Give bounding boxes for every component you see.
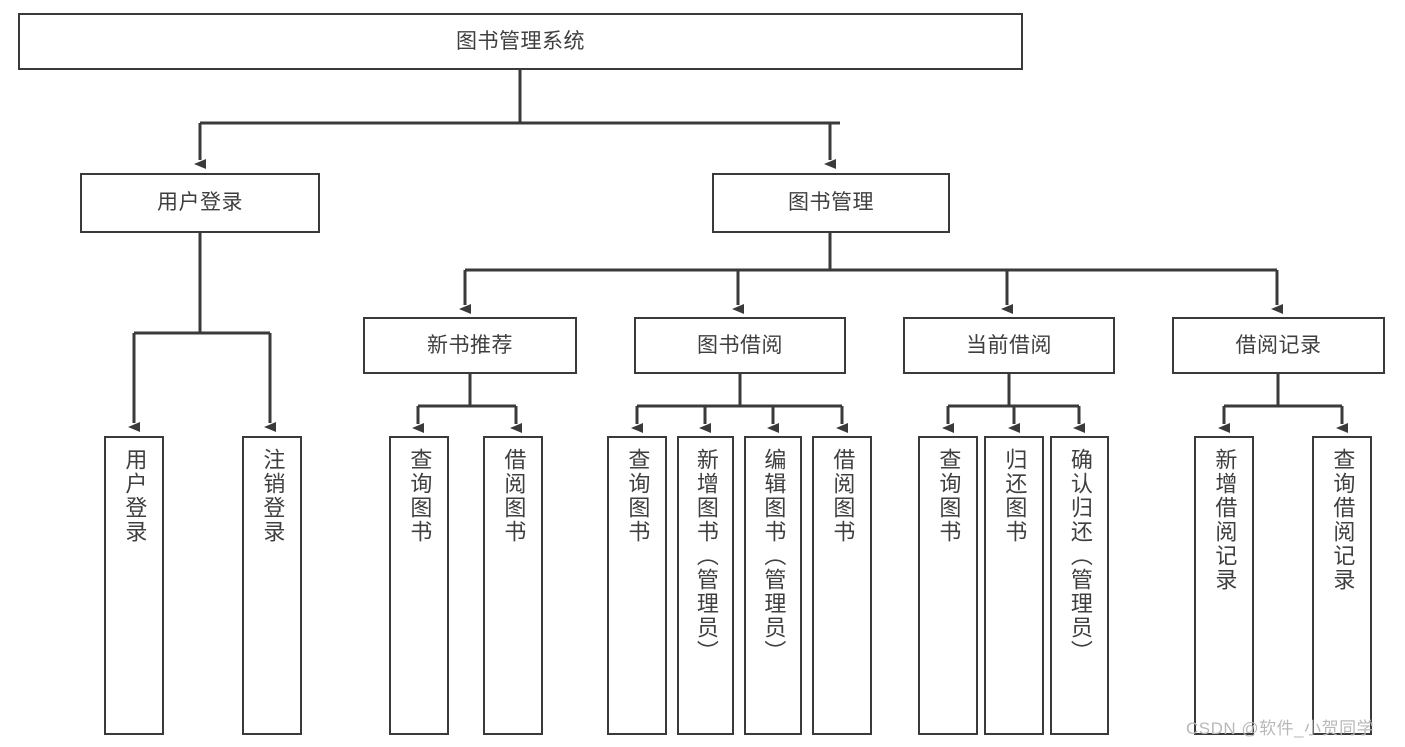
node-label: 注销登录 [260, 448, 286, 544]
node-label: 用户登录 [157, 191, 243, 215]
node-label: 归还图书 [1002, 448, 1028, 544]
node-label: 查询图书 [407, 448, 433, 544]
node-leaf-return-book[interactable]: 归还图书 [984, 436, 1044, 735]
node-label: 借阅记录 [1235, 333, 1322, 357]
node-label: 查询图书 [936, 448, 962, 544]
node-label: 新书推荐 [427, 333, 513, 357]
node-label: 用户登录 [122, 448, 148, 544]
node-label: 图书借阅 [697, 333, 783, 357]
node-label: 新增借阅记录 [1212, 448, 1238, 592]
node-label: 图书管理 [788, 191, 874, 215]
node-leaf-edit-book-admin[interactable]: 编辑图书（管理员） [744, 436, 802, 735]
node-label: 查询借阅记录 [1330, 448, 1356, 592]
node-leaf-borrow-book-2[interactable]: 借阅图书 [812, 436, 872, 735]
node-current-borrow[interactable]: 当前借阅 [903, 317, 1115, 374]
node-leaf-query-book-1[interactable]: 查询图书 [389, 436, 449, 735]
node-user-login[interactable]: 用户登录 [80, 173, 320, 233]
node-leaf-query-book-3[interactable]: 查询图书 [918, 436, 978, 735]
watermark-text: CSDN @软件_小贺同学 [1186, 719, 1375, 738]
node-book-borrow[interactable]: 图书借阅 [634, 317, 846, 374]
node-label: 编辑图书（管理员） [761, 448, 787, 664]
node-leaf-borrow-book-1[interactable]: 借阅图书 [483, 436, 543, 735]
node-leaf-query-book-2[interactable]: 查询图书 [607, 436, 667, 735]
node-label: 确认归还（管理员） [1067, 448, 1093, 664]
node-borrow-record[interactable]: 借阅记录 [1172, 317, 1385, 374]
node-leaf-add-borrow-record[interactable]: 新增借阅记录 [1194, 436, 1254, 735]
node-leaf-logout-login[interactable]: 注销登录 [242, 436, 302, 735]
node-leaf-query-borrow-record[interactable]: 查询借阅记录 [1312, 436, 1372, 735]
node-label: 当前借阅 [966, 333, 1052, 357]
node-leaf-confirm-return-admin[interactable]: 确认归还（管理员） [1050, 436, 1109, 735]
node-label: 借阅图书 [830, 448, 856, 544]
node-new-book-recommend[interactable]: 新书推荐 [363, 317, 577, 374]
node-label: 借阅图书 [501, 448, 527, 544]
node-label: 查询图书 [625, 448, 651, 544]
node-system-root[interactable]: 图书管理系统 [18, 13, 1023, 70]
node-leaf-user-login[interactable]: 用户登录 [104, 436, 164, 735]
node-book-management[interactable]: 图书管理 [712, 173, 950, 233]
node-label: 图书管理系统 [456, 29, 585, 53]
node-leaf-add-book-admin[interactable]: 新增图书（管理员） [677, 436, 734, 735]
node-label: 新增图书（管理员） [693, 448, 719, 664]
